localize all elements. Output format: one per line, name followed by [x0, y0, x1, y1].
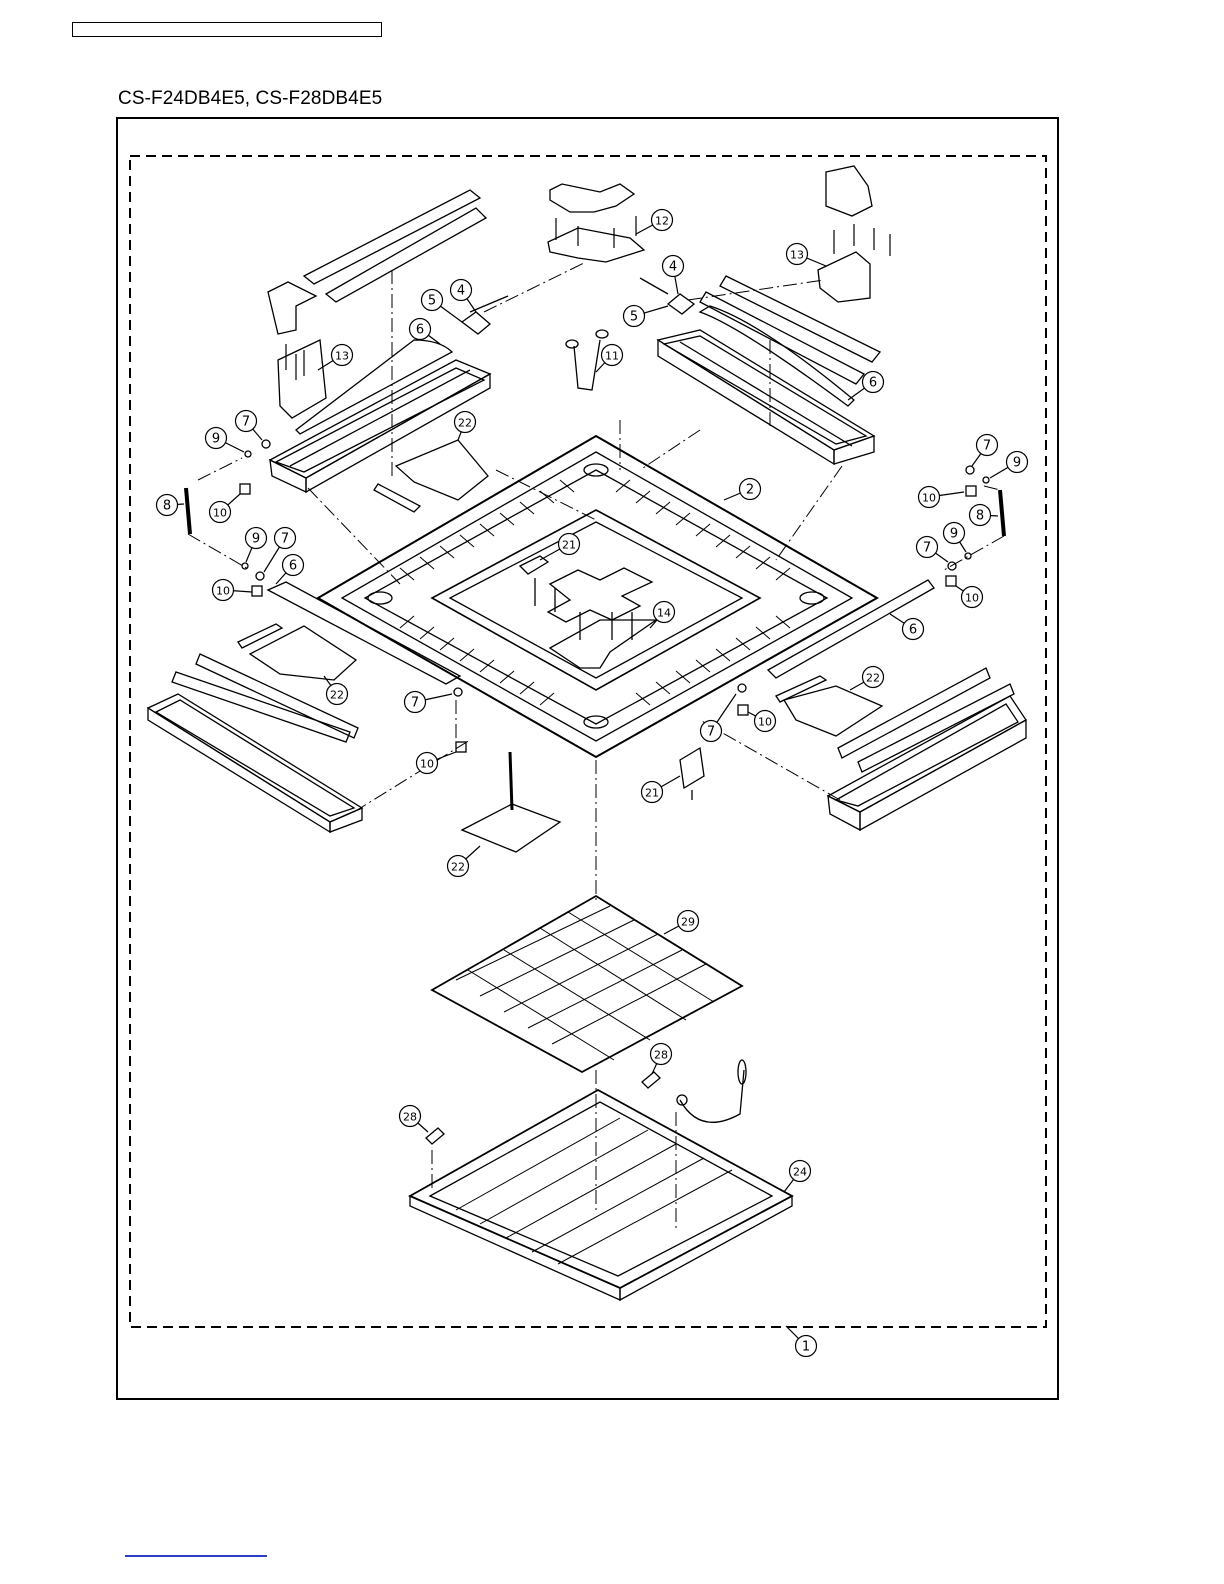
callout-label-7: 7: [281, 532, 289, 547]
callout-label-8: 8: [976, 509, 984, 524]
callout-label-22: 22: [866, 672, 880, 685]
callout-label-8: 8: [163, 499, 171, 514]
side-panel-top-right: [658, 330, 874, 464]
callout-label-12: 12: [655, 215, 669, 228]
callout-label-29: 29: [681, 916, 695, 929]
main-frame-part: [318, 436, 877, 757]
callout-label-28: 28: [403, 1111, 417, 1124]
callout-label-21: 21: [562, 539, 576, 552]
callout-label-9: 9: [950, 527, 958, 542]
callout-label-7: 7: [242, 415, 250, 430]
callout-label-10: 10: [216, 585, 230, 598]
callout-label-1: 1: [802, 1340, 810, 1355]
callout-label-14: 14: [657, 607, 671, 620]
sensor-part: [566, 330, 608, 390]
callout-label-9: 9: [1013, 456, 1021, 471]
callout-label-9: 9: [212, 432, 220, 447]
insulation-strips: [172, 190, 1014, 772]
callout-label-22: 22: [451, 861, 465, 874]
footer-link-underline[interactable]: [125, 1555, 267, 1557]
callout-label-10: 10: [922, 492, 936, 505]
assembly-dashed-boundary: [130, 156, 1046, 1327]
callout-label-10: 10: [758, 716, 772, 729]
callout-label-13: 13: [790, 249, 804, 262]
callout-label-7: 7: [411, 696, 419, 711]
callout-label-21: 21: [645, 787, 659, 800]
callout-label-6: 6: [289, 559, 297, 574]
callout-label-7: 7: [983, 439, 991, 454]
callout-label-5: 5: [630, 310, 638, 325]
corner-covers: [238, 440, 882, 852]
callout-label-28: 28: [654, 1049, 668, 1062]
callout-label-11: 11: [605, 350, 619, 363]
callout-label-24: 24: [793, 1166, 807, 1179]
callout-label-13: 13: [335, 350, 349, 363]
control-bracket-part: [548, 568, 656, 668]
callout-label-22: 22: [330, 689, 344, 702]
callout-group: 1244556666777777889999101010101010111213…: [157, 210, 1028, 1357]
callout-label-4: 4: [669, 260, 677, 275]
callout-label-4: 4: [457, 284, 465, 299]
callout-label-10: 10: [965, 592, 979, 605]
callout-label-9: 9: [252, 532, 260, 547]
callout-label-7: 7: [707, 725, 715, 740]
callout-label-6: 6: [869, 376, 877, 391]
callout-label-2: 2: [746, 483, 754, 498]
small-bracket-part: [520, 556, 704, 800]
callout-label-6: 6: [909, 623, 917, 638]
callout-label-5: 5: [428, 294, 436, 309]
callout-label-10: 10: [213, 507, 227, 520]
intake-grille-part: [410, 1060, 792, 1300]
callout-label-7: 7: [923, 541, 931, 556]
callout-label-10: 10: [420, 758, 434, 771]
callout-label-6: 6: [416, 323, 424, 338]
callout-label-22: 22: [458, 417, 472, 430]
screws: [286, 216, 890, 380]
